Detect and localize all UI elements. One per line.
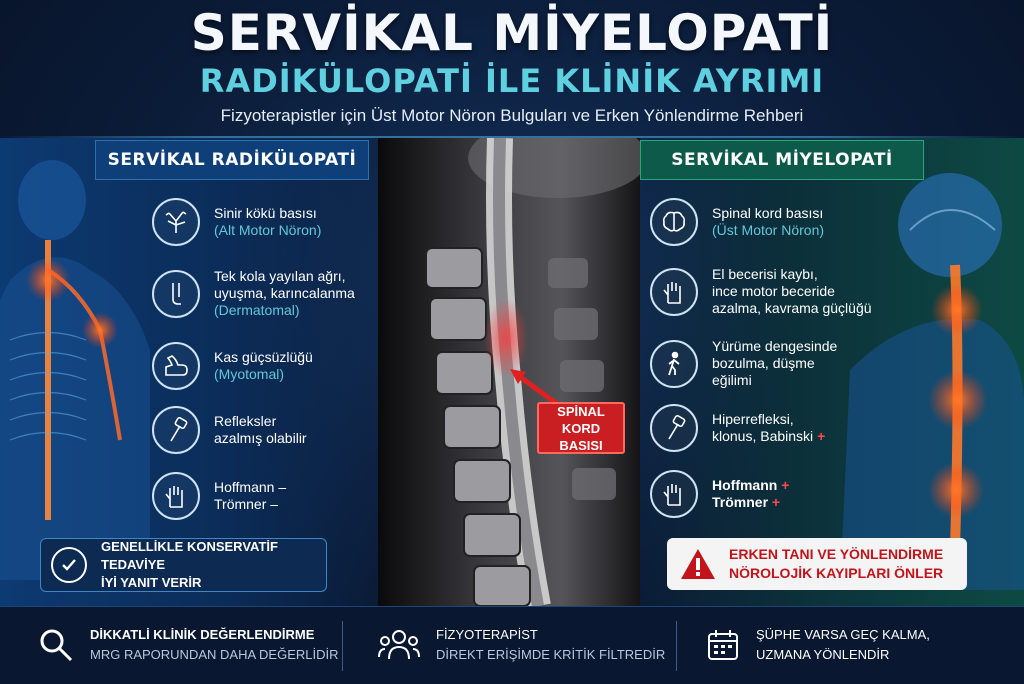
page-subtitle: RADİKÜLOPATİ İLE KLİNİK AYRIMI <box>199 62 825 100</box>
right-item-2-line3: azalma, kavrama güçlüğü <box>712 300 872 316</box>
footer-divider <box>676 621 677 671</box>
footer-divider <box>342 621 343 671</box>
right-item-2-line1: El becerisi kaybı, <box>712 266 818 282</box>
footer-1-line2: MRG RAPORUNDAN DAHA DEĞERLİDİR <box>90 647 339 662</box>
right-item-4-line1: Hiperrefleksi, <box>712 411 794 427</box>
right-item-1-line1: Spinal kord basısı <box>712 205 824 221</box>
walking-icon <box>650 339 698 388</box>
footer-2-line1: FİZYOTERAPİST <box>436 627 538 642</box>
footer-item-assessment: DİKKATLİ KLİNİK DEĞERLENDİRME MRG RAPORU… <box>38 625 338 665</box>
right-item-3-line3: eğilimi <box>712 372 752 388</box>
right-item-1-sub: (Üst Motor Nöron) <box>712 222 825 238</box>
left-item-2-sub: (Dermatomal) <box>214 302 300 318</box>
spinal-cord-compression-label: SPİNAL KORD BASISI <box>537 402 625 454</box>
left-note-line1: GENELLİKLE KONSERVATİF TEDAVİYE <box>101 539 278 572</box>
left-item-hoffmann: Hoffmann – Trömner – <box>152 472 286 520</box>
check-icon <box>51 547 87 583</box>
right-note-line2: NÖROLOJİK KAYIPLARI ÖNLER <box>729 565 944 581</box>
plus-sign: + <box>817 428 826 444</box>
search-icon <box>40 629 73 662</box>
hand-icon <box>650 267 698 316</box>
right-item-dexterity: El becerisi kaybı, ince motor beceride a… <box>650 266 872 317</box>
header-divider <box>0 136 1024 138</box>
warning-icon <box>681 549 715 579</box>
right-item-gait: Yürüme dengesinde bozulma, düşme eğilimi <box>650 338 837 389</box>
right-item-cord-compression: Spinal kord basısı (Üst Motor Nöron) <box>650 198 824 246</box>
right-item-4-line2: klonus, Babinski <box>712 428 814 444</box>
right-item-5-line2: Trömner <box>712 494 769 510</box>
flexed-arm-icon <box>152 342 200 390</box>
right-note-line1: ERKEN TANI VE YÖNLENDİRME <box>729 546 944 562</box>
page-title: SERVİKAL MİYELOPATİ <box>190 4 834 62</box>
arm-icon <box>152 269 200 318</box>
right-item-3-line2: bozulma, düşme <box>712 355 815 371</box>
left-item-5-line1: Hoffmann – <box>214 479 287 495</box>
footer-bar: DİKKATLİ KLİNİK DEĞERLENDİRME MRG RAPORU… <box>0 606 1024 684</box>
plus-sign: + <box>781 477 790 493</box>
mri-label-line1: SPİNAL KORD <box>557 403 605 436</box>
footer-2-line2: DİREKT ERİŞİMDE KRİTİK FİLTREDİR <box>436 647 666 662</box>
left-item-3-sub: (Myotomal) <box>214 366 285 382</box>
myelopathy-heading: SERVİKAL MİYELOPATİ <box>640 140 924 180</box>
team-icon <box>378 630 420 660</box>
left-item-4-line2: azalmış olabilir <box>214 430 307 446</box>
left-item-2-line2: uyuşma, karıncalanma <box>214 285 355 301</box>
page-tagline: Fizyoterapistler için Üst Motor Nöron Bu… <box>220 106 804 125</box>
early-referral-warning: ERKEN TANI VE YÖNLENDİRME NÖROLOJİK KAYI… <box>667 538 967 590</box>
footer-item-physio: FİZYOTERAPİST DİREKT ERİŞİMDE KRİTİK FİL… <box>378 625 665 665</box>
right-item-3-line1: Yürüme dengesinde <box>712 338 838 354</box>
right-item-hyperreflexia: Hiperrefleksi, klonus, Babinski + <box>650 404 825 452</box>
left-item-3-line1: Kas güçsüzlüğü <box>214 349 313 365</box>
plus-sign: + <box>771 494 781 510</box>
left-note-line2: İYİ YANIT VERİR <box>101 575 202 590</box>
left-item-reflex: Refleksler azalmış olabilir <box>152 406 307 454</box>
right-item-hoffmann: Hoffmann + Trömner + <box>650 470 789 518</box>
footer-3-line2: UZMANA YÖNLENDİR <box>756 647 890 662</box>
body-illustration-left <box>0 160 150 580</box>
reflex-hammer-icon <box>650 404 698 452</box>
mri-label-line2: BASISI <box>559 437 603 453</box>
mri-image <box>378 138 640 606</box>
left-item-radiating-pain: Tek kola yayılan ağrı, uyuşma, karıncala… <box>152 268 355 319</box>
left-item-4-line1: Refleksler <box>214 413 277 429</box>
footer-item-referral: ŞÜPHE VARSA GEÇ KALMA, UZMANA YÖNLENDİR <box>706 625 930 665</box>
hand-icon <box>152 472 200 520</box>
calendar-icon <box>708 630 738 660</box>
left-item-1-sub: (Alt Motor Nöron) <box>214 222 322 238</box>
reflex-hammer-icon <box>152 406 200 454</box>
left-item-5-line2: Trömner – <box>214 496 279 512</box>
conservative-treatment-note: GENELLİKLE KONSERVATİF TEDAVİYE İYİ YANI… <box>40 538 327 592</box>
left-item-2-line1: Tek kola yayılan ağrı, <box>214 268 346 284</box>
right-item-5-line1: Hoffmann <box>712 477 778 493</box>
radiculopathy-heading: SERVİKAL RADİKÜLOPATİ <box>95 140 369 180</box>
footer-1-line1: DİKKATLİ KLİNİK DEĞERLENDİRME <box>90 627 315 642</box>
left-item-1-line1: Sinir kökü basısı <box>214 205 317 221</box>
left-item-weakness: Kas güçsüzlüğü (Myotomal) <box>152 342 313 390</box>
body-illustration-right <box>840 173 1024 590</box>
left-item-nerve-root: Sinir kökü basısı (Alt Motor Nöron) <box>152 198 321 246</box>
right-item-2-line2: ince motor beceride <box>712 283 835 299</box>
brain-icon <box>650 198 698 246</box>
nerve-root-icon <box>152 198 200 246</box>
footer-3-line1: ŞÜPHE VARSA GEÇ KALMA, <box>756 627 930 642</box>
hand-icon <box>650 470 698 518</box>
